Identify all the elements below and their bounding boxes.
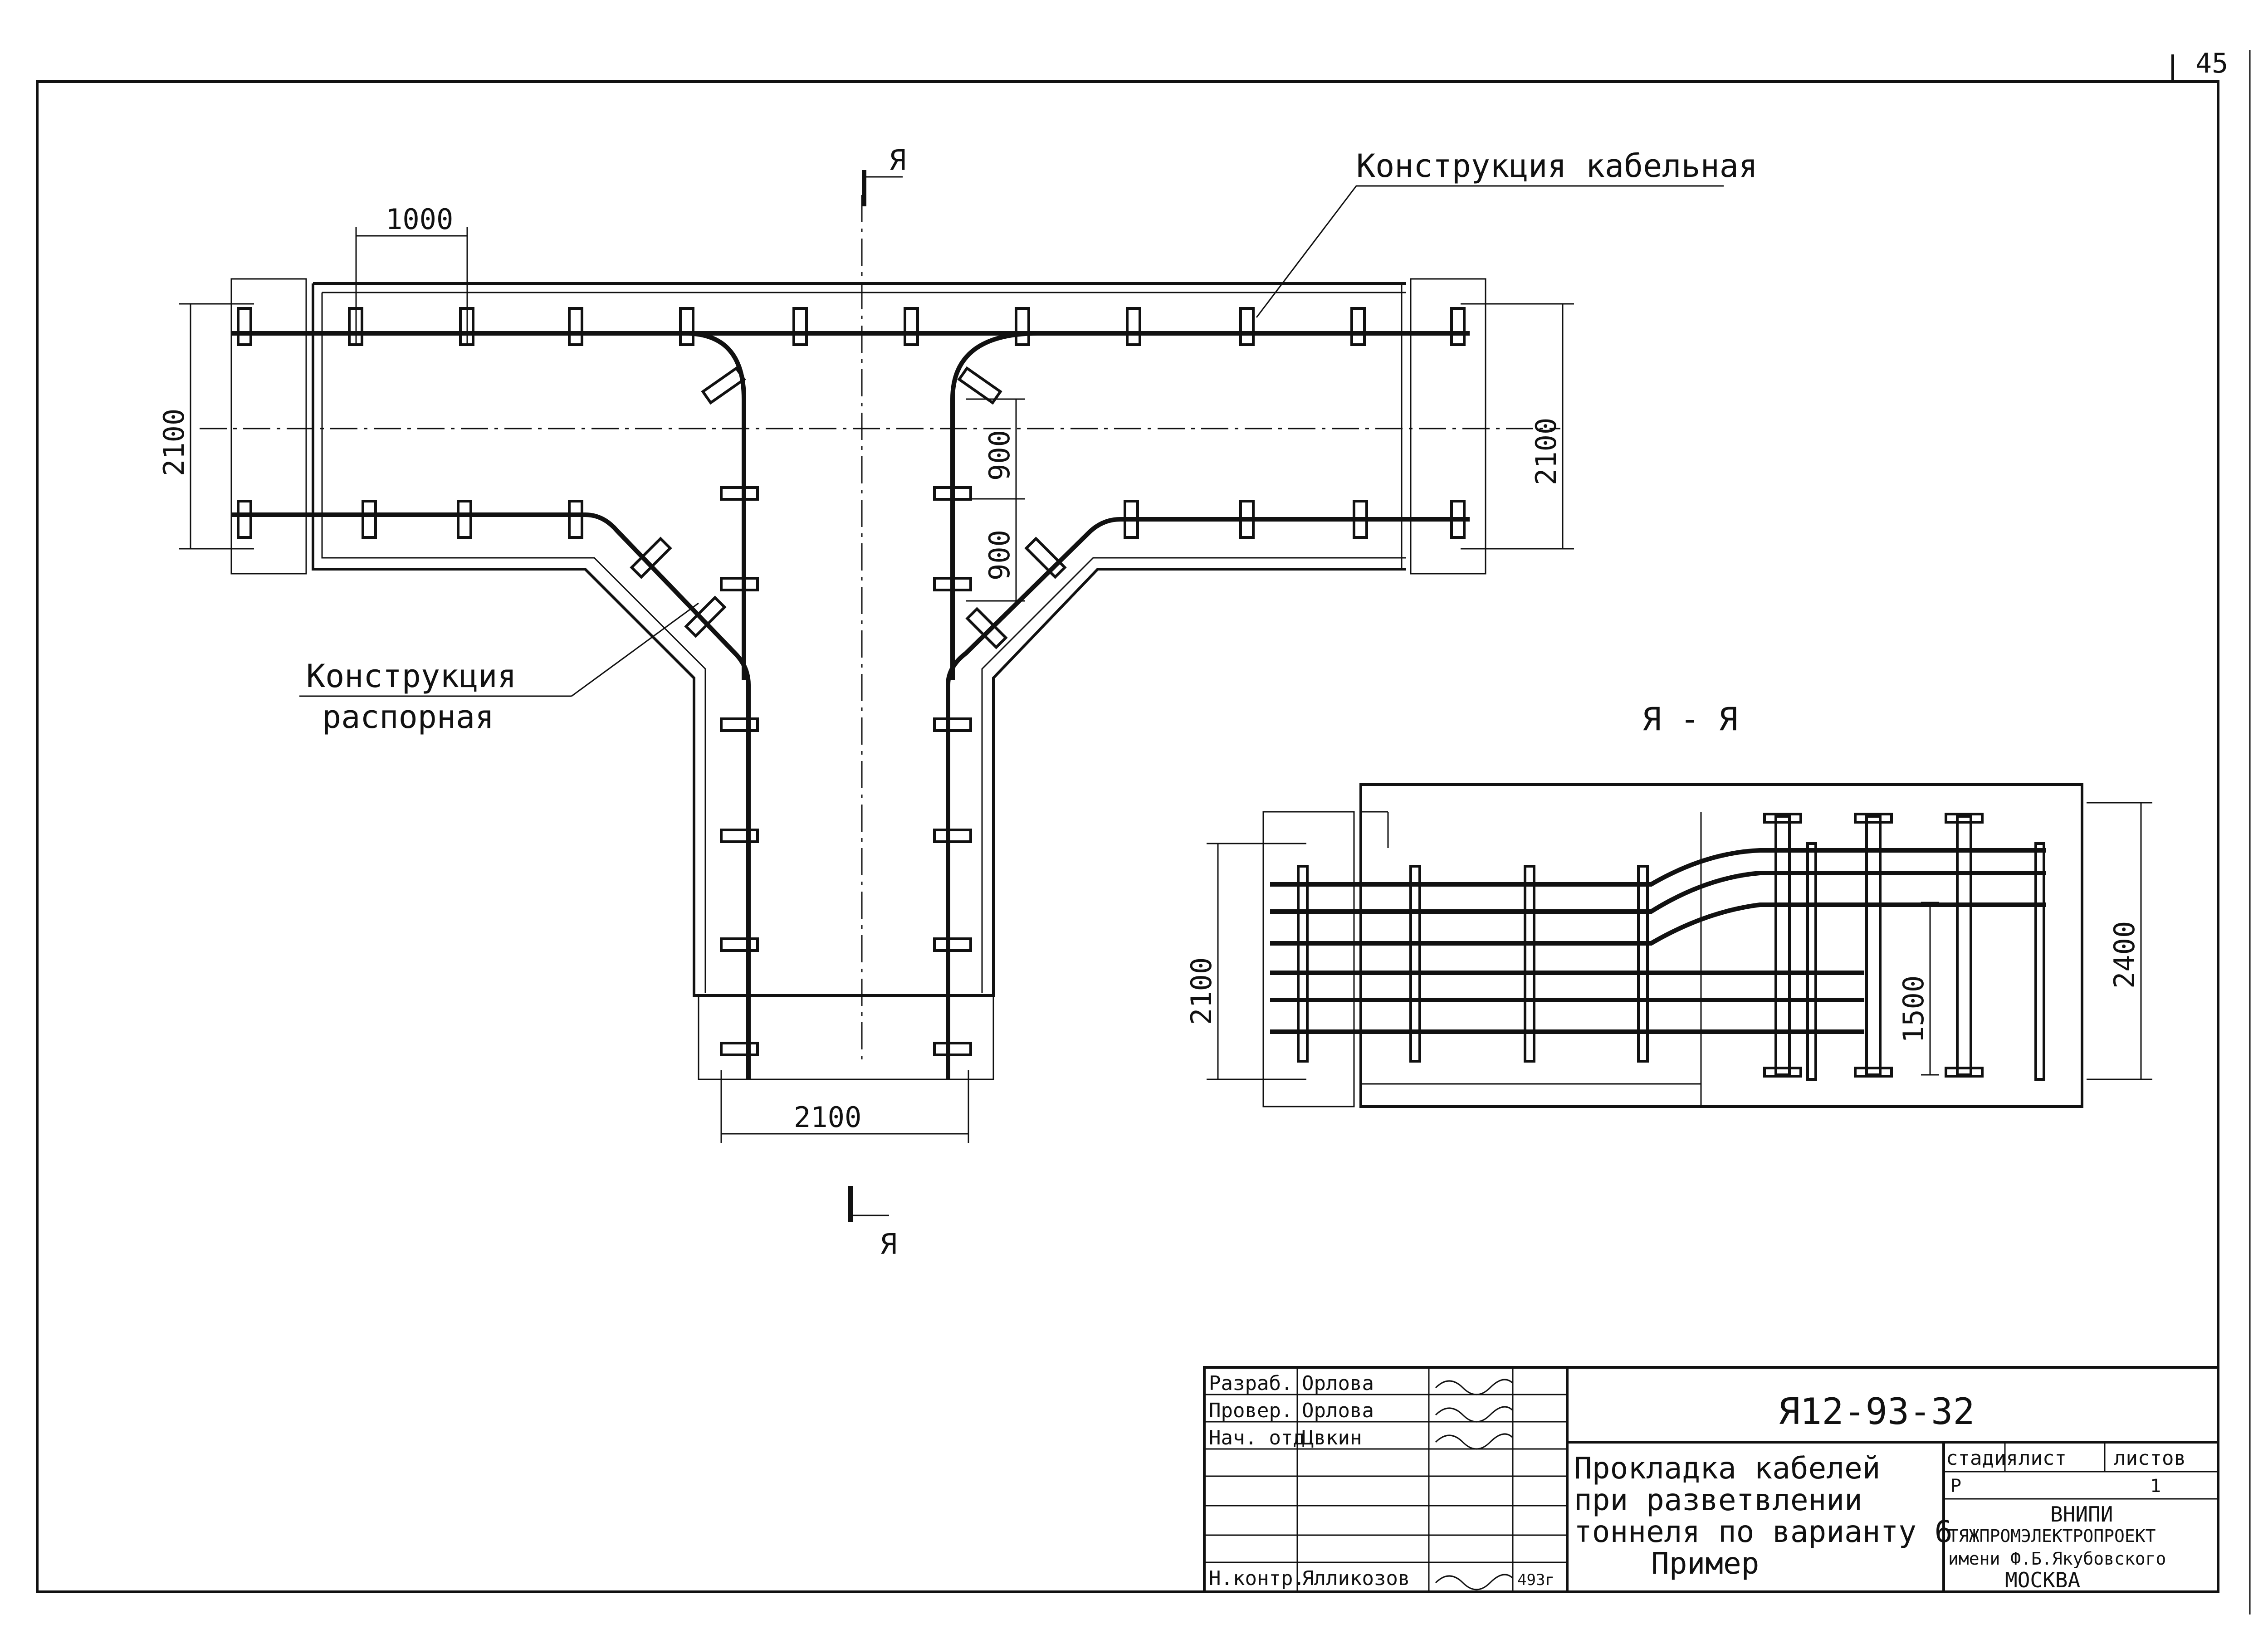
title-line-2: при разветвлении xyxy=(1574,1483,1862,1517)
sheet-frame xyxy=(36,50,2251,1614)
dim-1000: 1000 xyxy=(355,203,468,345)
svg-text:2100: 2100 xyxy=(794,1101,861,1134)
sheet-header: лист xyxy=(2019,1447,2067,1470)
svg-text:Конструкция: Конструкция xyxy=(306,658,517,695)
signatures xyxy=(1435,1379,1514,1590)
svg-text:1500: 1500 xyxy=(1897,976,1930,1043)
section-mark-top: Я xyxy=(862,144,906,206)
svg-text:распорная: распорная xyxy=(322,698,494,736)
section-posts xyxy=(1297,813,2045,1081)
svg-text:2400: 2400 xyxy=(2108,921,2141,989)
section-mark-bottom: Я xyxy=(848,1186,897,1261)
sheets-value: 1 xyxy=(2150,1476,2161,1497)
svg-text:Я: Я xyxy=(880,1228,897,1261)
dim-900: 900 900 xyxy=(966,398,1025,602)
dim-2100-bottom: 2100 xyxy=(720,1070,969,1143)
title-block: Разраб. Орлова Провер. Орлова Нач. отд. … xyxy=(1203,1366,2219,1593)
title-line-4: Пример xyxy=(1651,1546,1759,1581)
role-4: Н.контр. xyxy=(1209,1567,1305,1590)
svg-text:2100: 2100 xyxy=(1185,957,1218,1025)
org-line-1: ВНИПИ xyxy=(2050,1502,2113,1527)
doc-code: Я12-93-32 xyxy=(1778,1390,1975,1433)
svg-text:Конструкция кабельная: Конструкция кабельная xyxy=(1356,147,1758,185)
section-title: Я - Я xyxy=(1642,701,1738,738)
svg-text:2100: 2100 xyxy=(157,409,191,476)
dim-2100-right: 2100 xyxy=(1461,303,1574,550)
name-3: Цвкин xyxy=(1302,1426,1362,1449)
dim-section-1500: 1500 xyxy=(1897,902,1939,1076)
name-1: Орлова xyxy=(1302,1372,1374,1395)
label-spacer-structure: Конструкция распорная xyxy=(299,602,699,736)
stage-value: Р xyxy=(1950,1476,1961,1497)
svg-text:900: 900 xyxy=(983,430,1016,481)
role-2: Провер. xyxy=(1209,1399,1293,1422)
section-cables xyxy=(1270,848,2046,1034)
plan-supports-top xyxy=(237,307,1466,1056)
name-4: Ялликозов xyxy=(1302,1567,1410,1590)
svg-text:900: 900 xyxy=(983,530,1016,580)
name-2: Орлова xyxy=(1302,1399,1374,1422)
plan-view: 1000 2100 2100 900 900 xyxy=(157,144,1758,1261)
label-cable-structure: Конструкция кабельная xyxy=(1256,147,1758,318)
svg-text:1000: 1000 xyxy=(386,203,453,236)
org-line-4: МОСКВА xyxy=(2005,1568,2080,1592)
sheets-header: листов xyxy=(2114,1447,2186,1470)
dim-2100-left: 2100 xyxy=(157,303,254,550)
org-line-2: ТЯЖПРОМЭЛЕКТРОПРОЕКТ xyxy=(1948,1526,2156,1546)
dim-section-2100: 2100 xyxy=(1185,843,1306,1080)
role-1: Разраб. xyxy=(1209,1372,1293,1395)
title-line-3: тоннеля по варианту 6 xyxy=(1574,1514,1952,1549)
title-line-1: Прокладка кабелей xyxy=(1574,1451,1881,1486)
svg-text:Я: Я xyxy=(889,144,906,177)
section-view: Я - Я xyxy=(1185,701,2152,1108)
svg-text:2100: 2100 xyxy=(1530,418,1563,485)
stage-header: стадия xyxy=(1946,1447,2018,1470)
org-line-3: имени Ф.Б.Якубовского xyxy=(1948,1549,2166,1569)
date-note: 493г xyxy=(1517,1571,1554,1589)
plan-cables xyxy=(231,331,1470,1079)
role-3: Нач. отд. xyxy=(1209,1426,1317,1449)
plan-center-axes xyxy=(200,195,1560,1066)
dim-section-2400: 2400 xyxy=(2087,802,2152,1080)
spacer-supports xyxy=(630,366,1067,649)
page-number: 45 xyxy=(2195,48,2228,79)
